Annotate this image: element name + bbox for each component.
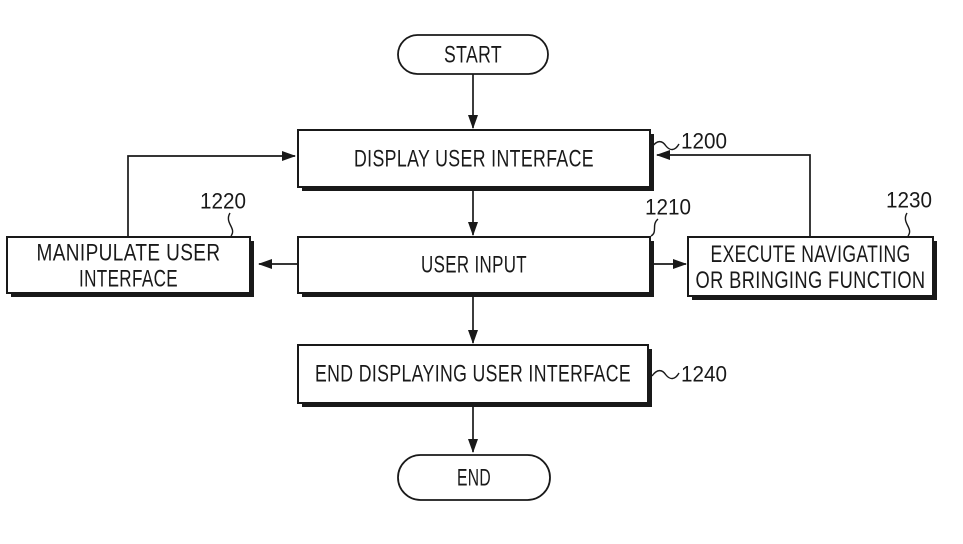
display-ui-box [297,129,651,188]
ref-1230-label: 1230 [886,188,932,213]
ref-1200-label: 1200 [681,129,727,154]
manipulate-ui-label-line2: INTERFACE [79,266,178,293]
start-label: START [444,42,502,69]
ref-1200-connector [651,140,680,151]
node-display-ui: DISPLAY USER INTERFACE 1200 [297,129,727,191]
user-input-label: USER INPUT [421,252,527,279]
node-end: END [397,454,551,501]
arrow-manipulate-loop-to-display [127,151,296,237]
execute-function-box [687,236,934,297]
ref-1210-label: 1210 [645,195,691,220]
ref-1220-connector [227,212,234,237]
ref-1230-connector [904,212,911,237]
ref-1240-connector [651,369,680,380]
ref-1240-label: 1240 [681,362,727,387]
node-execute-function: EXECUTE NAVIGATING OR BRINGING FUNCTION … [687,188,937,300]
display-ui-label: DISPLAY USER INTERFACE [354,146,594,173]
end-label: END [457,465,491,492]
end-display-ui-box [297,344,649,404]
arrow-execute-loop-to-display [656,150,811,237]
node-start: START [397,34,549,75]
end-terminator-shape [397,454,551,501]
node-end-display-ui: END DISPLAYING USER INTERFACE 1240 [297,344,727,407]
ref-1210-connector [650,218,659,237]
start-terminator-shape [397,34,549,75]
user-input-box [297,236,651,294]
manipulate-ui-box [6,236,251,294]
node-manipulate-ui: MANIPULATE USER INTERFACE 1220 [6,189,254,297]
ref-1220-label: 1220 [200,189,246,214]
execute-function-label-line2: OR BRINGING FUNCTION [696,267,926,294]
end-display-ui-label: END DISPLAYING USER INTERFACE [315,361,631,388]
execute-function-label-line1: EXECUTE NAVIGATING [711,241,911,268]
node-user-input: USER INPUT 1210 [297,195,691,297]
manipulate-ui-label-line1: MANIPULATE USER [37,240,221,267]
